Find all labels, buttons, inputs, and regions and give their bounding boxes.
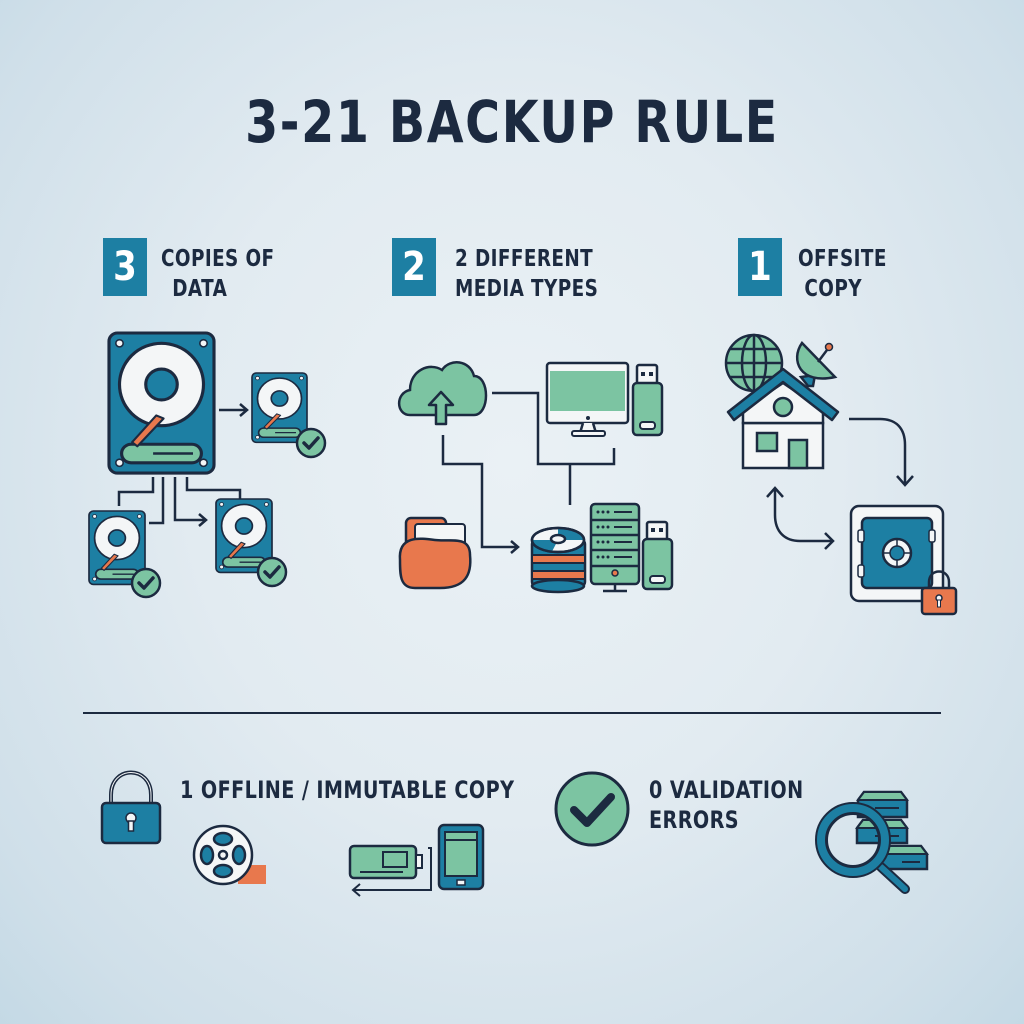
check-circle-icon bbox=[554, 771, 630, 847]
cloud-upload-icon bbox=[397, 361, 488, 426]
house-icon bbox=[726, 367, 840, 470]
number-badge-2: 2 bbox=[392, 238, 436, 296]
battery-drive-icon bbox=[348, 844, 432, 897]
tape-reel-icon bbox=[192, 824, 266, 886]
connector-lines bbox=[117, 477, 242, 527]
arrow-down-icon bbox=[849, 417, 914, 487]
number-badge-3: 3 bbox=[103, 238, 147, 296]
connector-lines bbox=[441, 391, 616, 554]
safe-icon bbox=[849, 504, 945, 603]
pillar-label-offsite: OFFSITE COPY bbox=[798, 246, 887, 302]
disc-stack-icon bbox=[530, 526, 587, 594]
usb-drive-icon bbox=[631, 363, 664, 437]
arrow-right-icon bbox=[219, 403, 249, 417]
satellite-dish-icon bbox=[795, 341, 838, 388]
pillar-label-media: 2 DIFFERENT MEDIA TYPES bbox=[455, 246, 599, 302]
server-rack-icon bbox=[589, 502, 641, 593]
folder-icon bbox=[398, 516, 472, 590]
usb-drive-icon bbox=[641, 520, 674, 591]
database-search-icon bbox=[815, 790, 929, 894]
padlock-icon bbox=[920, 570, 958, 616]
offline-copy-label: 1 OFFLINE / IMMUTABLE COPY bbox=[180, 776, 515, 804]
monitor-icon bbox=[545, 361, 630, 437]
padlock-icon bbox=[100, 770, 162, 845]
tablet-icon bbox=[437, 823, 485, 891]
page-title: 3-21 BACKUP RULE bbox=[245, 88, 779, 156]
number-badge-1: 1 bbox=[738, 238, 782, 296]
bidirectional-arrow-icon bbox=[766, 486, 835, 550]
section-divider bbox=[83, 712, 941, 714]
pillar-label-copies: COPIES OF DATA bbox=[161, 246, 275, 302]
validation-label: 0 VALIDATION ERRORS bbox=[649, 776, 804, 834]
